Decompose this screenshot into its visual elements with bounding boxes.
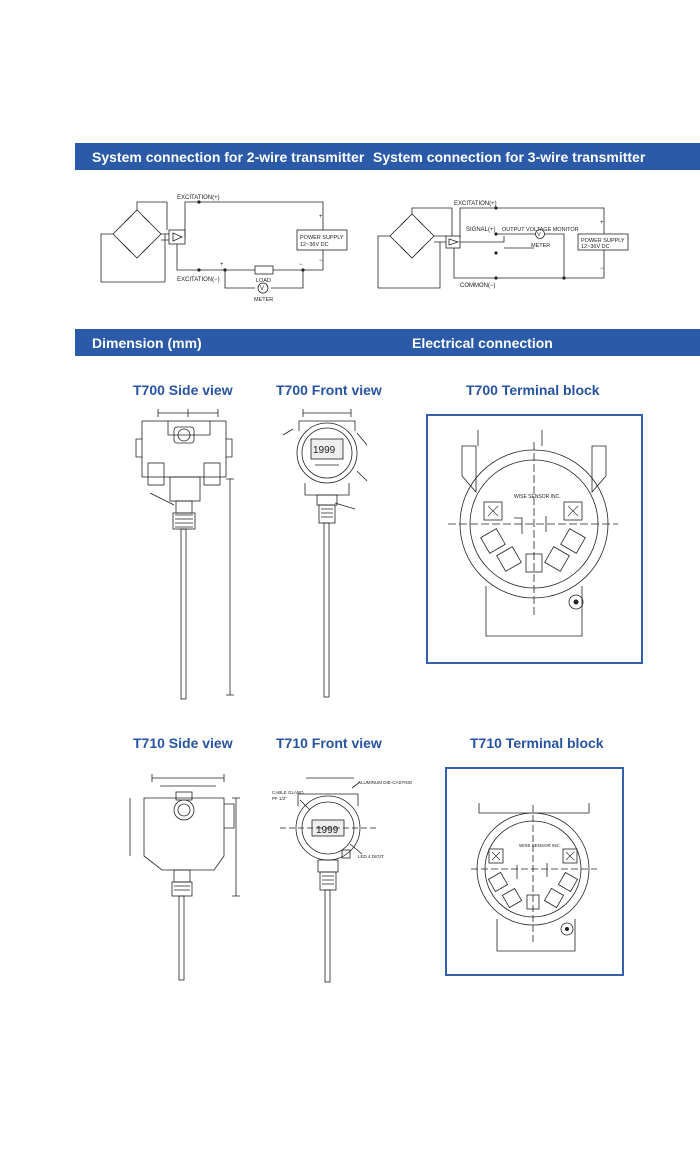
t710-display-value: 1999	[316, 825, 339, 836]
meter-symbol: V	[260, 286, 264, 292]
power-supply-voltage: 12~36V DC	[300, 242, 329, 248]
plus-sign: +	[220, 262, 224, 268]
t700-terminal-title: T700 Terminal block	[466, 382, 600, 398]
t700-front-title: T700 Front view	[276, 382, 382, 398]
header-2wire: System connection for 2-wire transmitter	[92, 148, 365, 165]
supply-plus-sign: +	[319, 214, 323, 220]
cable-gland-size-label: PF 1/2"	[272, 796, 287, 801]
load-label: LOAD	[256, 278, 271, 284]
supply-minus-sign: −	[319, 258, 323, 264]
t700-display-value: 1999	[313, 445, 336, 456]
header-electrical: Electrical connection	[412, 334, 553, 351]
excitation-pos-label-3w: EXCITATION(+)	[454, 201, 497, 207]
excitation-pos-label: EXCITATION(+)	[177, 195, 220, 201]
t710-side-title: T710 Side view	[133, 735, 233, 751]
t700-side-view-drawing	[135, 409, 234, 700]
power-supply-label-3w: POWER SUPPLY	[581, 238, 625, 244]
header-3wire: System connection for 3-wire transmitter	[373, 148, 646, 165]
header-dimension: Dimension (mm)	[92, 334, 202, 351]
t710-terminal-block-drawing: WISE SENSOR INC.	[471, 803, 597, 952]
t700-front-view-drawing: 1999	[282, 409, 368, 698]
power-supply-voltage-3w: 12~36V DC	[581, 244, 610, 250]
t710-front-view-drawing: 1999 ALUMINUM DIE-CASTING CABLE GLAND PF…	[272, 777, 413, 983]
meter-label: METER	[254, 297, 273, 303]
system-connection-header-bar: System connection for 2-wire transmitter…	[75, 143, 700, 170]
wiring-diagram-2wire: EXCITATION(+) EXCITATION(−) POWER SUPPLY…	[100, 195, 348, 303]
common-neg-label: COMMON(−)	[460, 283, 496, 289]
supply-minus-3w: −	[600, 266, 604, 272]
cable-gland-label: CABLE GLAND	[272, 790, 304, 795]
power-supply-label: POWER SUPPLY	[300, 235, 344, 241]
minus-sign: −	[299, 262, 303, 268]
excitation-neg-label: EXCITATION(−)	[177, 277, 220, 283]
output-voltage-monitor-label: OUTPUT VOLTAGE MONITOR	[502, 227, 579, 233]
dimension-header-bar: Dimension (mm) Electrical connection	[75, 329, 700, 356]
aluminum-die-casting-label: ALUMINUM DIE-CASTING	[358, 780, 413, 785]
t700-wise-sensor-label: WISE SENSOR INC.	[514, 494, 561, 500]
meter-symbol-3w: V	[537, 232, 541, 238]
t700-terminal-block-drawing: WISE SENSOR INC.	[448, 430, 618, 637]
t710-side-view-drawing	[129, 774, 240, 981]
signal-pos-label: SIGNAL(+)	[466, 227, 496, 233]
t710-terminal-frame	[445, 767, 624, 976]
wiring-diagram-3wire: EXCITATION(+) SIGNAL(+) OUTPUT VOLTAGE M…	[377, 201, 629, 289]
t710-front-title: T710 Front view	[276, 735, 382, 751]
t710-wise-sensor-label: WISE SENSOR INC.	[519, 843, 561, 848]
meter-label-3w: METER	[531, 243, 550, 249]
t710-terminal-title: T710 Terminal block	[470, 735, 604, 751]
led-4digit-label: LED 4 DIGIT	[358, 854, 384, 859]
t700-side-title: T700 Side view	[133, 382, 233, 398]
supply-plus-3w: +	[600, 220, 604, 226]
